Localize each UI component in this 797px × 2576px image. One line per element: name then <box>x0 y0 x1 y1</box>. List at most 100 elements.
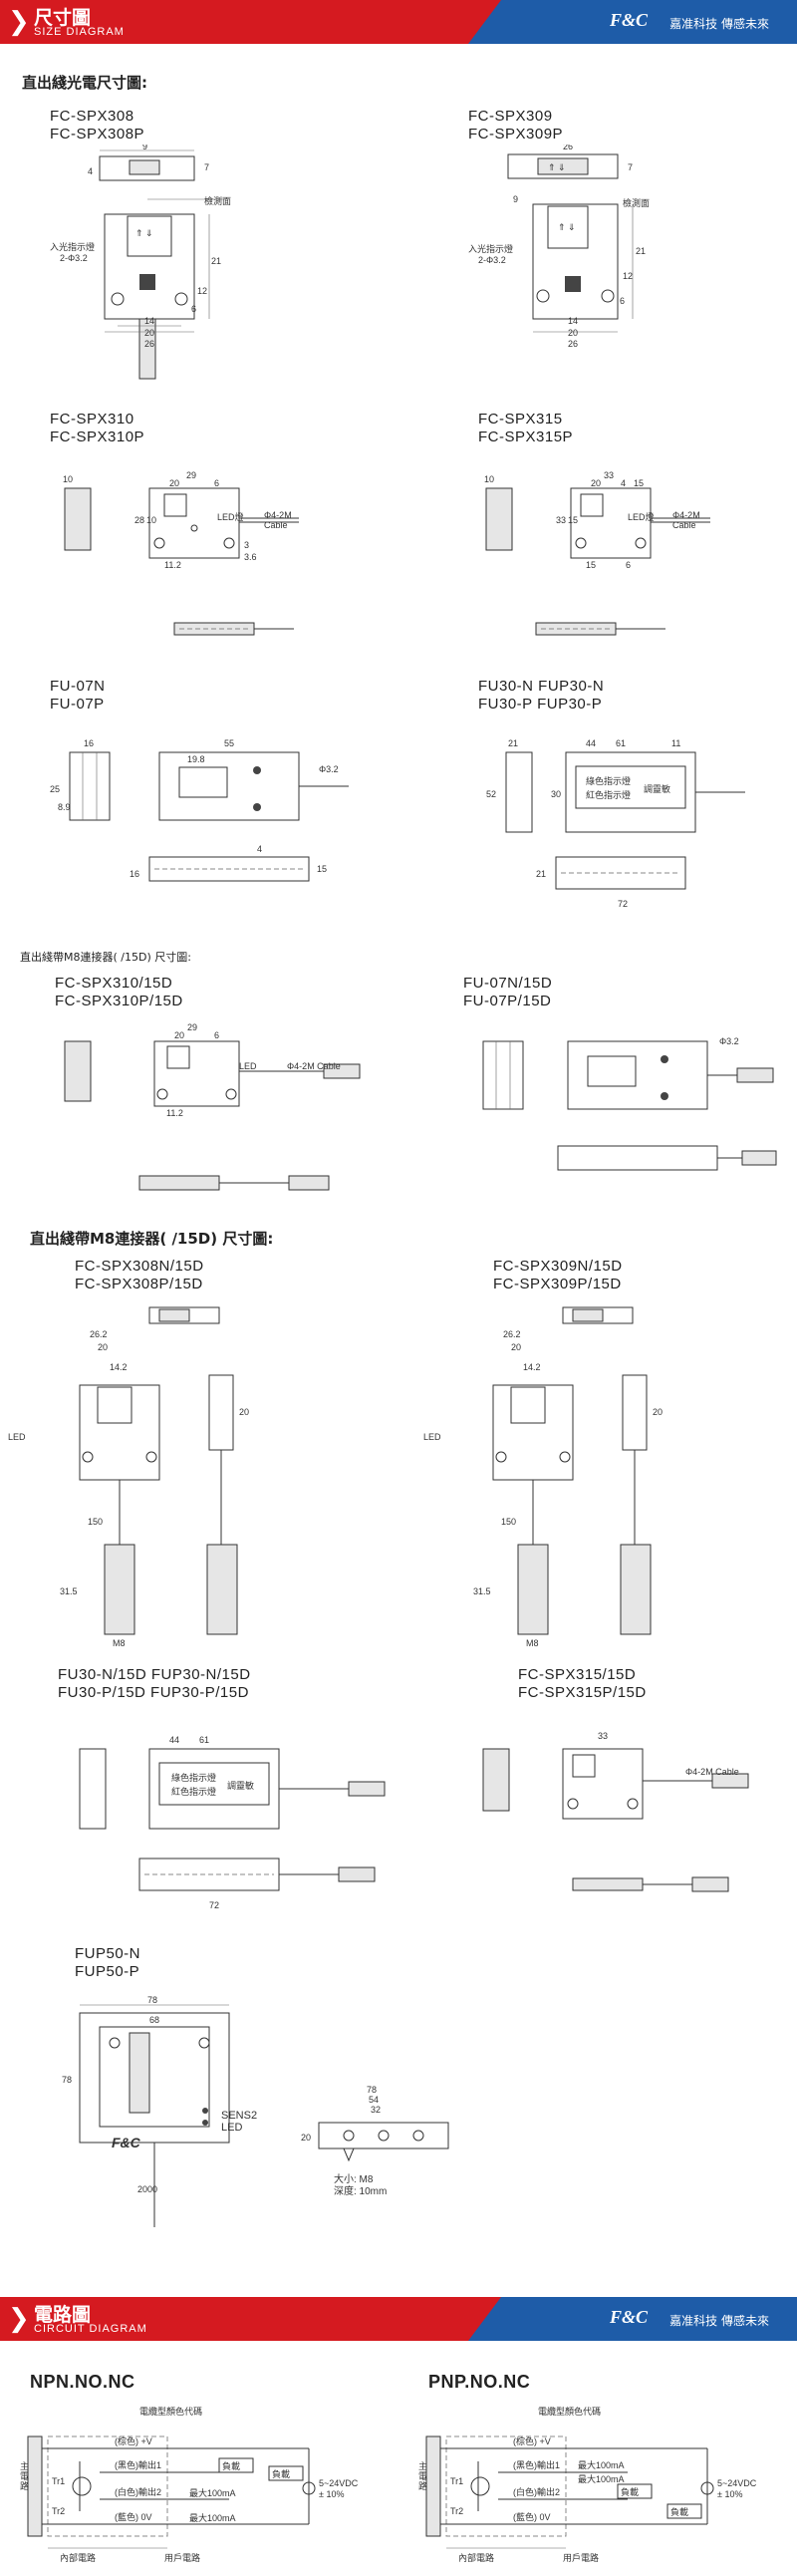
label-led-309-15d: LED <box>423 1432 441 1442</box>
svg-text:M8: M8 <box>526 1638 539 1648</box>
svg-text:20: 20 <box>144 328 154 338</box>
svg-text:紅色指示燈: 紅色指示燈 <box>171 1786 216 1797</box>
svg-text:20: 20 <box>511 1342 521 1352</box>
banner-title-cn: 尺寸圖 <box>34 7 92 29</box>
label-light-indicator-309: 入光指示燈 <box>468 244 514 254</box>
banner-title-en: SIZE DIAGRAM <box>34 26 125 38</box>
pnp-main-circuit: 主電路 <box>418 2461 428 2491</box>
svg-text:33: 33 <box>604 470 614 480</box>
svg-text:55: 55 <box>224 738 234 748</box>
label-hole: 2-Φ3.2 <box>60 253 88 263</box>
svg-text:26.2: 26.2 <box>503 1329 521 1339</box>
label-cable-310-15d: Φ4-2M Cable <box>287 1061 341 1071</box>
svg-text:52: 52 <box>486 789 496 799</box>
npn-tolerance: ± 10% <box>319 2489 344 2499</box>
svg-text:20: 20 <box>301 2133 311 2143</box>
svg-text:20: 20 <box>653 1407 663 1417</box>
npn-title: NPN.NO.NC <box>30 2372 135 2392</box>
svg-text:11.2: 11.2 <box>164 560 181 570</box>
chevron-right-icon: ❯ <box>8 2303 30 2333</box>
svg-text:6: 6 <box>626 560 631 570</box>
npn-wire-note: 電纜型顏色代碼 <box>139 2406 202 2417</box>
chevron-right-icon: ❯ <box>8 6 30 36</box>
svg-text:26: 26 <box>568 339 578 349</box>
svg-text:12: 12 <box>623 271 633 281</box>
npn-white: (白色)輸出2 <box>115 2486 161 2497</box>
svg-text:26: 26 <box>563 144 573 151</box>
svg-text:20: 20 <box>169 478 179 488</box>
label-led-fup50: LED <box>221 2122 243 2134</box>
pnp-white: (白色)輸出2 <box>513 2486 560 2497</box>
svg-text:68: 68 <box>149 2015 159 2025</box>
svg-text:⇑ ⇓: ⇑ ⇓ <box>548 162 566 172</box>
circuit-pnp-text: 電纜型顏色代碼 (棕色) +V (黑色)輸出1 (白色)輸出2 (藍色) 0V … <box>458 2406 757 2563</box>
pnp-user: 用戶電路 <box>563 2552 599 2563</box>
banner-blue-band <box>468 0 797 44</box>
npn-blue: (藍色) 0V <box>115 2511 152 2522</box>
brand-logo: F&C <box>609 2307 648 2327</box>
pnp-supply: 5~24VDC <box>717 2478 757 2488</box>
svg-text:29: 29 <box>187 1022 197 1032</box>
pnp-title: PNP.NO.NC <box>428 2372 531 2392</box>
svg-text:44: 44 <box>586 738 596 748</box>
npn-user: 用戶電路 <box>164 2552 200 2563</box>
label-cable-310: Φ4-2M Cable <box>264 510 292 530</box>
svg-text:10: 10 <box>146 515 156 525</box>
npn-brown: (棕色) +V <box>115 2435 152 2446</box>
svg-text:31.5: 31.5 <box>473 1586 491 1596</box>
svg-text:72: 72 <box>209 1900 219 1910</box>
section-title-m8-small: 直出綫帶M8連接器( /15D) 尺寸圖: <box>20 951 191 964</box>
svg-text:31.5: 31.5 <box>60 1586 78 1596</box>
npn-inner: 內部電路 <box>60 2552 96 2563</box>
svg-text:Tr2: Tr2 <box>450 2506 463 2516</box>
svg-text:150: 150 <box>88 1517 103 1527</box>
svg-text:20: 20 <box>568 328 578 338</box>
svg-text:21: 21 <box>536 869 546 879</box>
svg-text:72: 72 <box>618 899 628 909</box>
label-phi32-fu07-15d: Φ3.2 <box>719 1036 739 1046</box>
banner-red-band <box>0 2297 518 2341</box>
svg-text:10: 10 <box>484 474 494 484</box>
svg-text:Tr2: Tr2 <box>52 2506 65 2516</box>
svg-text:150: 150 <box>501 1517 516 1527</box>
svg-text:15: 15 <box>568 515 578 525</box>
svg-text:14.2: 14.2 <box>110 1362 128 1372</box>
brand-slogan: 嘉准科技 傳感未來 <box>669 2314 769 2328</box>
banner-blue-band <box>468 2297 797 2341</box>
svg-text:20: 20 <box>239 1407 249 1417</box>
svg-text:16: 16 <box>84 738 94 748</box>
label-detect-face-309: 檢測面 <box>623 198 651 208</box>
label-depth: 深度: 10mm <box>334 2186 388 2197</box>
svg-text:調靈敏: 調靈敏 <box>644 783 670 794</box>
banner-red-band <box>0 0 518 44</box>
npn-black: (黑色)輸出1 <box>115 2459 161 2470</box>
svg-text:3: 3 <box>244 540 249 550</box>
svg-text:6: 6 <box>191 304 196 314</box>
svg-text:6: 6 <box>620 296 625 306</box>
brand-logo: F&C <box>609 10 648 30</box>
label-phi32-fu07: Φ3.2 <box>319 764 339 774</box>
svg-text:78: 78 <box>147 1995 157 2005</box>
npn-max2: 最大100mA <box>189 2512 236 2523</box>
npn-load1: 負載 <box>222 2460 240 2471</box>
label-led-310: LED燈 <box>217 512 244 522</box>
svg-text:7: 7 <box>204 162 209 172</box>
svg-text:8.9: 8.9 <box>58 802 71 812</box>
svg-text:12: 12 <box>197 286 207 296</box>
label-sens2: SENS2 <box>221 2110 258 2122</box>
svg-text:9: 9 <box>142 144 147 151</box>
svg-text:11.2: 11.2 <box>166 1108 183 1118</box>
npn-main-circuit: 主電路 <box>20 2461 30 2491</box>
label-led-310-15d: LED <box>239 1061 257 1071</box>
section-title-m8: 直出綫帶M8連接器( /15D) 尺寸圖: <box>30 1230 274 1248</box>
svg-text:Tr1: Tr1 <box>52 2476 65 2486</box>
